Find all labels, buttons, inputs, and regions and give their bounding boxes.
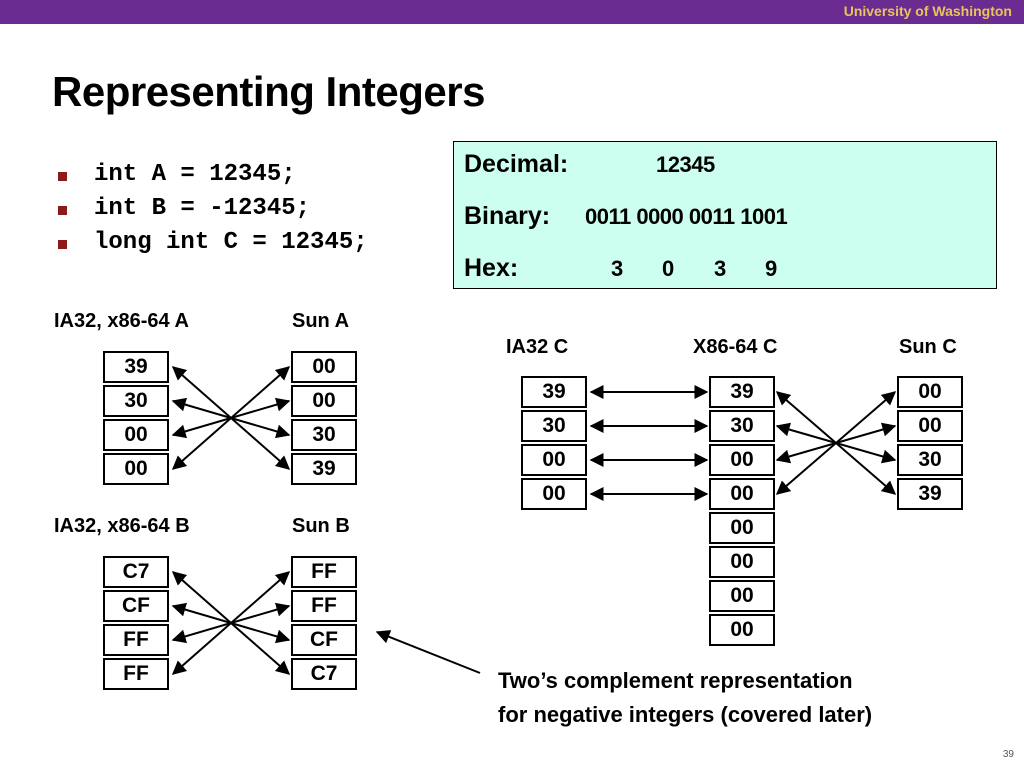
x86-c-byte-cell: 00 [709, 546, 775, 578]
ia32-c-byte-cell: 30 [521, 410, 587, 442]
x86-c-byte-cell: 00 [709, 512, 775, 544]
decimal-label: Decimal: [464, 150, 569, 178]
ia32-b-byte-cell: CF [103, 590, 169, 622]
sun-a-label: Sun A [292, 310, 350, 332]
sun-c-label: Sun C [899, 336, 957, 358]
ia32-a-byte-cell: 00 [103, 419, 169, 451]
x86-c-byte-cell: 00 [709, 580, 775, 612]
sun-a-byte-cell: 39 [291, 453, 357, 485]
ia32-c-byte-cell: 39 [521, 376, 587, 408]
x86-c-label: X86-64 C [693, 336, 778, 358]
hex-digit: 9 [765, 256, 778, 281]
twos-complement-note: Two’s complement representation for nega… [498, 664, 872, 732]
institution-name: University of Washington [843, 3, 1012, 19]
byte-mapping-arrow [171, 366, 291, 470]
sun-b-byte-cell: FF [291, 590, 357, 622]
hex-digit: 0 [662, 256, 675, 281]
hex-digit: 3 [714, 256, 727, 281]
header-bar: University of Washington [0, 0, 1024, 24]
bullet-item: int A = 12345; [56, 158, 368, 192]
sun-a-byte-cell: 00 [291, 351, 357, 383]
ia32-b-byte-cell: FF [103, 624, 169, 656]
bullet-text: long int C = 12345; [94, 229, 368, 256]
sun-c-byte-cell: 39 [897, 478, 963, 510]
ia32-b-byte-cell: FF [103, 658, 169, 690]
sun-b-label: Sun B [292, 515, 350, 537]
square-bullet-icon [58, 172, 67, 181]
ia32-a-label: IA32, x86-64 A [54, 310, 189, 332]
x86-c-byte-cell: 30 [709, 410, 775, 442]
ia32-b-label: IA32, x86-64 B [54, 515, 190, 537]
sun-c-byte-cell: 00 [897, 410, 963, 442]
ia32-c-byte-cell: 00 [521, 478, 587, 510]
sun-c-byte-cell: 30 [897, 444, 963, 476]
sun-b-byte-cell: CF [291, 624, 357, 656]
binary-value: 0011 0000 0011 1001 [585, 204, 788, 229]
hex-digit: 3 [611, 256, 624, 281]
hex-label: Hex: [464, 254, 519, 282]
bullet-item: int B = -12345; [56, 192, 368, 226]
page-number: 39 [1002, 749, 1014, 760]
sun-c-byte-cell: 00 [897, 376, 963, 408]
sun-a-byte-cell: 00 [291, 385, 357, 417]
bullet-item: long int C = 12345; [56, 226, 368, 260]
sun-b-byte-cell: C7 [291, 658, 357, 690]
number-info-box: Decimal: 12345 Binary: 0011 0000 0011 10… [453, 141, 997, 289]
ia32-a-byte-cell: 00 [103, 453, 169, 485]
byte-mapping-arrow [775, 391, 897, 495]
note-line: for negative integers (covered later) [498, 702, 873, 727]
ia32-b-byte-cell: C7 [103, 556, 169, 588]
ia32-c-byte-cell: 00 [521, 444, 587, 476]
bullet-text: int B = -12345; [94, 195, 311, 222]
x86-c-byte-cell: 00 [709, 478, 775, 510]
ia32-a-byte-cell: 30 [103, 385, 169, 417]
bullet-text: int A = 12345; [94, 161, 296, 188]
code-bullet-list: int A = 12345; int B = -12345; long int … [56, 158, 368, 260]
ia32-c-label: IA32 C [506, 336, 569, 358]
slide-title: Representing Integers [52, 68, 485, 115]
x86-c-byte-cell: 00 [709, 614, 775, 646]
note-line: Two’s complement representation [498, 668, 853, 693]
sun-a-byte-cell: 30 [291, 419, 357, 451]
x86-c-byte-cell: 00 [709, 444, 775, 476]
note-pointer-arrow [375, 630, 481, 674]
binary-label: Binary: [464, 202, 551, 230]
sun-b-byte-cell: FF [291, 556, 357, 588]
square-bullet-icon [58, 240, 67, 249]
x86-c-byte-cell: 39 [709, 376, 775, 408]
decimal-value: 12345 [656, 152, 715, 177]
ia32-a-byte-cell: 39 [103, 351, 169, 383]
byte-mapping-arrow [171, 571, 291, 675]
square-bullet-icon [58, 206, 67, 215]
